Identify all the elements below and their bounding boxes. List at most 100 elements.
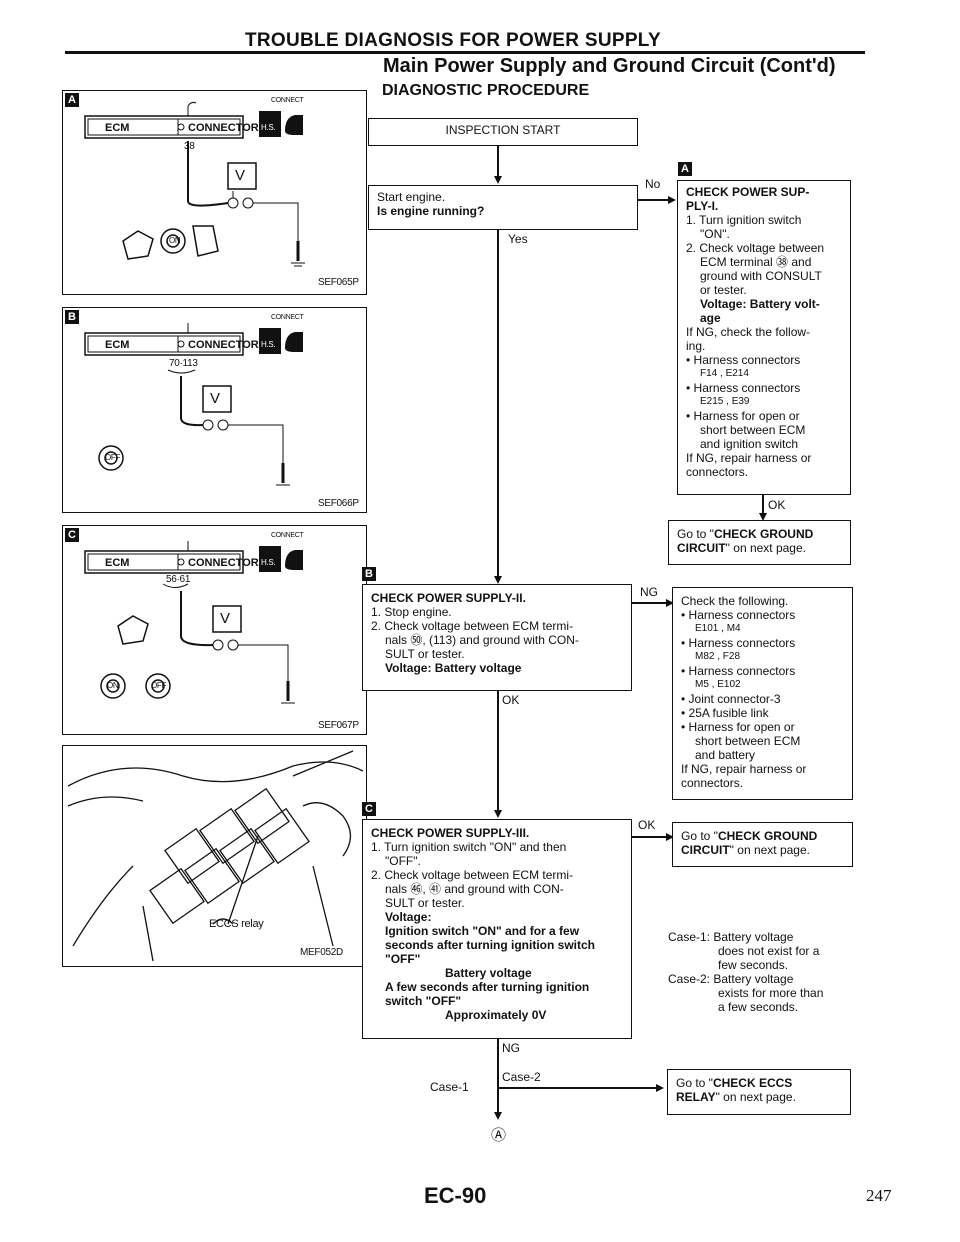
label-ok: OK <box>638 818 656 832</box>
case-line: Case-1: Battery voltage <box>668 930 794 944</box>
panel-a-code: SEF065P <box>318 277 359 288</box>
b-line: SULT or tester. <box>385 647 465 661</box>
a-line: • Harness connectors <box>686 353 801 367</box>
engine-running-box: Start engine. Is engine running? <box>368 185 638 230</box>
label-ng: NG <box>502 1041 520 1055</box>
c-title: CHECK POWER SUPPLY-III. <box>371 826 530 840</box>
panel-a-meter: V <box>235 167 246 184</box>
panel-a-pin: 38 <box>184 141 195 152</box>
ecm-connector-diagram <box>84 541 303 704</box>
c-val: Approximately 0V <box>445 1008 547 1022</box>
label-case1: Case-1 <box>430 1080 469 1094</box>
b-right-line: If NG, repair harness or <box>681 762 807 776</box>
flow-marker-c: C <box>362 802 376 816</box>
b-right-line: • Joint connector-3 <box>681 692 781 706</box>
a-line: age <box>700 311 721 325</box>
a-line: "ON". <box>700 227 730 241</box>
c-voltage: Voltage: <box>385 910 432 924</box>
label-no: No <box>645 177 661 191</box>
a-title2: PLY-I. <box>686 199 719 213</box>
b-right-line: M82 , F28 <box>695 651 741 662</box>
arrow-right <box>668 196 676 204</box>
flow-line <box>632 836 668 838</box>
eccs-c: RELAY <box>676 1090 716 1104</box>
arrow-down <box>759 513 767 521</box>
panel-a: A CONNECT ECM CONNECTOR 38 V H.S. ON SEF… <box>62 90 367 295</box>
panel-c: C CONNECT ECM CONNECTOR 56·61 V H.S. ON … <box>62 525 367 735</box>
panel-b: B CONNECT ECM CONNECTOR 70·113 V H.S. OF… <box>62 307 367 513</box>
arrow-down <box>494 576 502 584</box>
a-line: If NG, check the follow- <box>686 325 811 339</box>
c-cond: A few seconds after turning ignition <box>385 980 590 994</box>
c-line: nals ㊻, ㊶ and ground with CON- <box>385 882 564 896</box>
flow-line <box>632 602 668 604</box>
b-right-line: short between ECM <box>695 734 801 748</box>
panel-a-connect: CONNECT <box>271 97 304 104</box>
b-line: 1. Stop engine. <box>371 605 452 619</box>
panel-c-ecm: ECM <box>105 557 130 569</box>
label-ok: OK <box>502 693 520 707</box>
a-line: If NG, repair harness or <box>686 451 812 465</box>
ground1-a: Go to " <box>677 527 714 541</box>
b-right-line: connectors. <box>681 776 744 790</box>
a-line: 2. Check voltage between <box>686 241 825 255</box>
go-to-ground-box-2: Go to "CHECK GROUND CIRCUIT" on next pag… <box>672 822 853 867</box>
b-title: CHECK POWER SUPPLY-II. <box>371 591 526 605</box>
c-cond: "OFF" <box>385 952 421 966</box>
page-number: 247 <box>866 1186 892 1205</box>
a-line: short between ECM <box>700 423 806 437</box>
flow-line <box>497 230 499 578</box>
check-power-supply-3-box: CHECK POWER SUPPLY-III. 1. Turn ignition… <box>362 819 632 1039</box>
q1-line1: Start engine. <box>377 190 446 204</box>
panel-b-meter: V <box>210 390 221 407</box>
b-right-line: • Harness connectors <box>681 608 796 622</box>
page-title: TROUBLE DIAGNOSIS FOR POWER SUPPLY <box>245 30 661 51</box>
panel-c-code: SEF067P <box>318 720 359 731</box>
a-line: F14 , E214 <box>700 368 749 379</box>
b-right-line: • Harness for open or <box>681 720 795 734</box>
flow-line <box>497 146 499 178</box>
eccs-d: " on next page. <box>715 1090 796 1104</box>
ground2-c: CIRCUIT <box>681 843 730 857</box>
case-line: few seconds. <box>718 958 789 972</box>
c-cond: switch "OFF" <box>385 994 462 1008</box>
case-line: exists for more than <box>718 986 824 1000</box>
ground2-d: " on next page. <box>729 843 810 857</box>
panel-c-hs: H.S. <box>261 558 276 567</box>
case-line: does not exist for a <box>718 944 820 958</box>
b-line: 2. Check voltage between ECM termi- <box>371 619 574 633</box>
flow-line <box>497 1087 657 1089</box>
end-marker-a: Ⓐ <box>491 1127 507 1144</box>
arrow-down <box>494 810 502 818</box>
eccs-a: Go to " <box>676 1076 713 1090</box>
a-line: 1. Turn ignition switch <box>686 213 802 227</box>
label-ok: OK <box>768 498 786 512</box>
panel-b-hs: H.S. <box>261 340 276 349</box>
panel-relay-code: MEF052D <box>300 947 343 958</box>
procedure-heading: DIAGNOSTIC PROCEDURE <box>382 82 590 99</box>
check-power-supply-1-box: CHECK POWER SUP- PLY-I. 1. Turn ignition… <box>677 180 851 495</box>
b-line: Voltage: Battery voltage <box>385 661 522 675</box>
panel-c-connector: CONNECTOR <box>188 557 259 569</box>
b-right-line: E101 , M4 <box>695 623 741 634</box>
c-cond: seconds after turning ignition switch <box>385 938 596 952</box>
b-right-line: M5 , E102 <box>695 679 741 690</box>
arrow-right <box>656 1084 664 1092</box>
ground1-d: " on next page. <box>725 541 806 555</box>
panel-b-code: SEF066P <box>318 498 359 509</box>
page-code: EC-90 <box>424 1183 487 1208</box>
ecm-connector-diagram <box>84 101 305 267</box>
inspection-start-label: INSPECTION START <box>445 123 561 137</box>
label-case2: Case-2 <box>502 1070 541 1084</box>
eccs-b: CHECK ECCS <box>712 1076 793 1090</box>
arrow-right <box>666 599 674 607</box>
marker-c: C <box>65 528 79 542</box>
q1-line2: Is engine running? <box>377 204 485 218</box>
panel-c-ignition-on: ON <box>107 681 119 690</box>
panel-b-ignition-off: OFF <box>105 453 121 462</box>
ground1-c: CIRCUIT <box>677 541 726 555</box>
c-cond: Ignition switch "ON" and for a few <box>385 924 580 938</box>
b-right-line: Check the following. <box>681 594 789 608</box>
b-right-line: • Harness connectors <box>681 636 796 650</box>
arrow-right <box>666 833 674 841</box>
